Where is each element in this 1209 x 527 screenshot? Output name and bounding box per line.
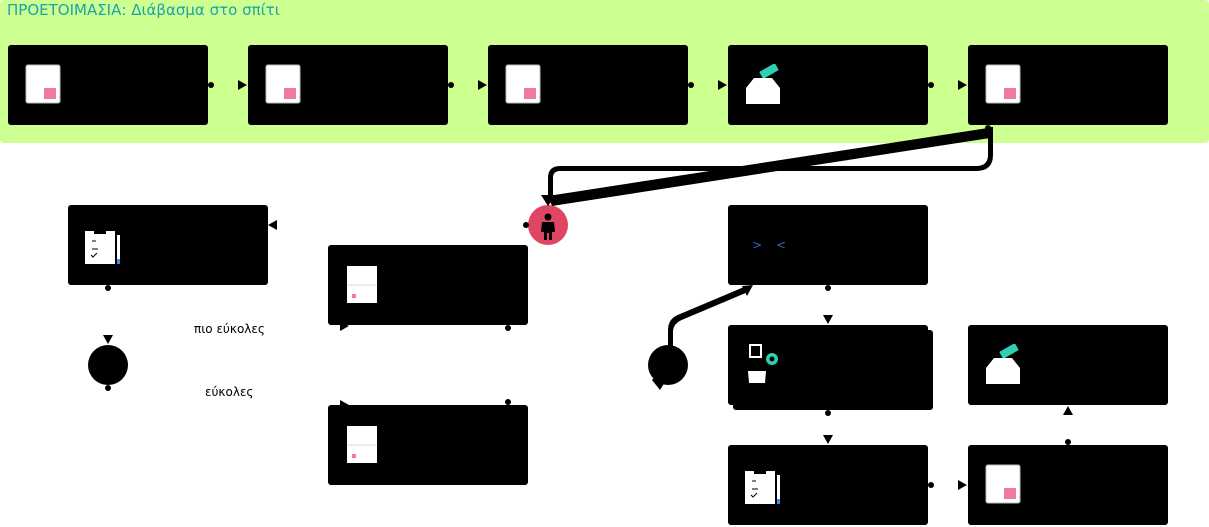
- task-box-final-doc[interactable]: [968, 445, 1168, 525]
- task-box-harder[interactable]: [328, 245, 528, 325]
- arrowhead: [103, 335, 113, 344]
- connector-dot: [1065, 439, 1071, 445]
- connector-dot: [928, 82, 934, 88]
- connector-flow: [548, 128, 990, 206]
- document-icon: [985, 64, 1021, 104]
- task-box-compare[interactable]: > <: [728, 205, 928, 285]
- task-box-collect[interactable]: [728, 325, 928, 405]
- connector-flow: [660, 287, 748, 382]
- document-icon: [347, 266, 377, 303]
- connector-dot: [505, 399, 511, 405]
- task-box-easier[interactable]: [328, 405, 528, 485]
- arrowhead: [958, 80, 967, 90]
- clipboard-icon: [85, 229, 120, 264]
- svg-text:>: >: [752, 238, 762, 252]
- task-box-4[interactable]: [728, 45, 928, 125]
- task-box-3[interactable]: [488, 45, 688, 125]
- arrowhead: [238, 80, 247, 90]
- arrowhead: [340, 322, 349, 331]
- arrowhead: [478, 80, 487, 90]
- document-icon: [25, 64, 61, 104]
- task-box-1[interactable]: [8, 45, 208, 125]
- bucket-icon: [748, 344, 778, 383]
- connector-dot: [928, 482, 934, 488]
- connector-dot: [105, 285, 111, 291]
- connector-dot: [688, 82, 694, 88]
- connector-dot: [105, 385, 111, 391]
- svg-text:<: <: [776, 238, 786, 252]
- arrowhead: [340, 400, 349, 410]
- document-icon: [265, 64, 301, 104]
- lane-title: ΠΡΟΕΤΟΙΜΑΣΙΑ: Διάβασμα στο σπίτι: [7, 1, 280, 19]
- task-box-5[interactable]: [968, 45, 1168, 125]
- arrowhead: [823, 315, 833, 324]
- inbox-icon: [986, 344, 1020, 384]
- connector-dot: [825, 285, 831, 291]
- task-box-2[interactable]: [248, 45, 448, 125]
- connector-dot: [208, 82, 214, 88]
- arrowhead: [823, 435, 833, 444]
- arrowhead: [742, 285, 753, 296]
- arrowhead: [958, 480, 967, 490]
- inbox-icon: [746, 64, 780, 104]
- connector-dot: [523, 222, 529, 228]
- gateway-split[interactable]: [88, 345, 128, 385]
- task-box-submit[interactable]: [968, 325, 1168, 405]
- connector-dot: [505, 325, 511, 331]
- person-icon: [541, 213, 555, 240]
- arrowhead: [718, 80, 727, 90]
- branch-label-harder: πιο εύκολες: [194, 322, 265, 336]
- task-box-review[interactable]: [728, 445, 928, 525]
- document-icon: [347, 426, 377, 463]
- connector-dot: [825, 410, 831, 416]
- compare-icon: > <: [752, 238, 786, 252]
- connector-flow: [652, 366, 670, 390]
- arrowhead: [268, 220, 277, 230]
- document-icon: [985, 464, 1021, 504]
- task-box-checklist[interactable]: [68, 205, 268, 285]
- document-icon: [505, 64, 541, 104]
- connector-dot: [448, 82, 454, 88]
- arrowhead: [541, 195, 556, 206]
- clipboard-icon: [745, 469, 780, 504]
- branch-label-easier: εύκολες: [205, 385, 254, 399]
- actor-node[interactable]: [528, 205, 568, 245]
- arrowhead: [1063, 406, 1073, 415]
